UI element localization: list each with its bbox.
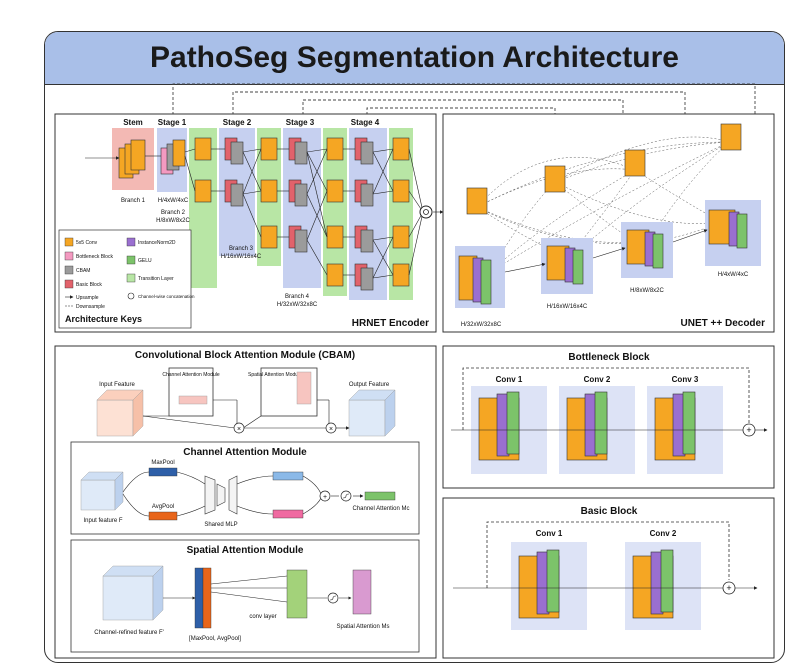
- branch3-label: Branch 3: [229, 246, 254, 252]
- spatial-flow: [163, 575, 352, 603]
- spatial-att-title: Spatial Attention Module: [187, 545, 304, 556]
- branch2-label: Branch 2: [161, 210, 186, 216]
- keys-title: Architecture Keys: [65, 314, 142, 324]
- spatial-output-label: Spatial Attention Ms: [336, 624, 389, 630]
- key-gelu: GELU: [138, 258, 152, 264]
- spatial-pool-label: [MaxPool, AvgPool]: [189, 636, 241, 642]
- bottleneck-title: Bottleneck Block: [568, 352, 650, 363]
- hrnet-encoder-panel: Stem Stage 1 Stage 2 Stage 3 Stage 4: [54, 113, 444, 333]
- shared-mlp: [204, 475, 238, 515]
- key-bottleneck: Bottleneck Block: [76, 254, 113, 260]
- cbam-output-cube: [348, 389, 396, 437]
- shape3-label: H/16xW/16x4C: [221, 254, 262, 260]
- decoder-s8: H/8xW/8x2C: [630, 288, 664, 294]
- concat-node: [419, 205, 433, 219]
- title-bar: PathoSeg Segmentation Architecture: [45, 32, 784, 85]
- stage3-label: Stage 3: [286, 118, 315, 127]
- channel-maxpool: MaxPool: [151, 460, 174, 466]
- decoder-upsample-arrows: [504, 229, 708, 273]
- cbam-mul-2: ×: [329, 426, 333, 433]
- cbam-mul-1: ×: [237, 426, 241, 433]
- cbam-title: Convolutional Block Attention Module (CB…: [135, 350, 355, 361]
- basic-conv2: Conv 2: [650, 529, 677, 538]
- basic-add: +: [726, 583, 731, 593]
- stage1-label: Stage 1: [158, 118, 187, 127]
- basic-title: Basic Block: [581, 506, 638, 517]
- key-concat: Channel-wise concatenation: [138, 294, 195, 299]
- stem-label: Stem: [123, 118, 143, 127]
- channel-att-title: Channel Attention Module: [183, 447, 307, 458]
- bottleneck-add: +: [746, 425, 751, 435]
- decoder-s32: H/32xW/32x8C: [461, 322, 502, 328]
- cbam-spatial-att-label: Spatial Attention Module: [248, 372, 302, 378]
- channel-output-label: Channel Attention Mc: [352, 506, 409, 512]
- branch1-label: Branch 1: [121, 198, 146, 204]
- bottleneck-conv3: Conv 3: [672, 375, 699, 384]
- key-conv: 5x5 Conv: [76, 240, 98, 246]
- basic-layers: [518, 549, 674, 619]
- bottleneck-conv2: Conv 2: [584, 375, 611, 384]
- bottleneck-conv1: Conv 1: [496, 375, 523, 384]
- encoder-connections: [85, 148, 444, 279]
- shape2-label: H/8xW/8x2C: [156, 218, 190, 224]
- key-upsample: Upsample: [76, 295, 99, 301]
- encoder-title: HRNET Encoder: [352, 318, 429, 329]
- unet-decoder-panel: H/32xW/32x8C H/16xW/16x4C H/8xW/8x2C H/4…: [442, 113, 775, 333]
- encoder-feature-maps: [118, 137, 410, 291]
- channel-input-cube: [80, 471, 124, 511]
- bottleneck-block-panel: Bottleneck Block Conv 1 Conv 2 Conv 3: [442, 345, 775, 489]
- shape1-label: H/4xW/4xC: [158, 198, 189, 204]
- branch4-label: Branch 4: [285, 294, 310, 300]
- cbam-output-label: Output Feature: [349, 382, 390, 388]
- channel-flow: [122, 471, 364, 517]
- decoder-s4: H/4xW/4xC: [718, 272, 749, 278]
- cbam-input-label: Input Feature: [99, 382, 135, 388]
- key-transition: Transition Layer: [138, 276, 174, 282]
- channel-input-label: Input feature F: [83, 518, 122, 524]
- decoder-nodes: [455, 123, 761, 308]
- key-cbam: CBAM: [76, 268, 90, 274]
- key-downsample: Downsample: [76, 304, 105, 310]
- key-instnorm: InstanceNorm2D: [138, 240, 176, 246]
- channel-mlp-label: Shared MLP: [204, 522, 237, 528]
- basic-block-panel: Basic Block Conv 1 Conv 2 +: [442, 497, 775, 659]
- architecture-keys: 5x5 Conv Bottleneck Block CBAM Basic Blo…: [58, 229, 195, 329]
- channel-avgpool: AvgPool: [152, 504, 174, 510]
- cbam-channel-att-label: Channel Attention Module: [162, 372, 219, 378]
- spatial-conv-label: conv layer: [249, 614, 276, 620]
- shape4-label: H/32xW/32x8C: [277, 302, 318, 308]
- diagram-frame: PathoSeg Segmentation Architecture: [44, 31, 785, 663]
- basic-conv1: Conv 1: [536, 529, 563, 538]
- channel-add: +: [323, 494, 327, 501]
- stage4-label: Stage 4: [351, 118, 380, 127]
- decoder-title: UNET ++ Decoder: [681, 318, 766, 329]
- page-title: PathoSeg Segmentation Architecture: [150, 41, 679, 74]
- cbam-panel: Convolutional Block Attention Module (CB…: [54, 345, 437, 659]
- architecture-diagram: Stem Stage 1 Stage 2 Stage 3 Stage 4: [54, 83, 775, 659]
- decoder-s16: H/16xW/16x4C: [547, 304, 588, 310]
- bottleneck-layers: [478, 391, 696, 461]
- spatial-input-label: Channel-refined feature F': [94, 630, 164, 636]
- stage2-label: Stage 2: [223, 118, 252, 127]
- cbam-flow: [142, 399, 350, 430]
- cbam-input-cube: [96, 389, 144, 437]
- key-basic: Basic Block: [76, 282, 102, 288]
- spatial-input-cube: [102, 565, 164, 621]
